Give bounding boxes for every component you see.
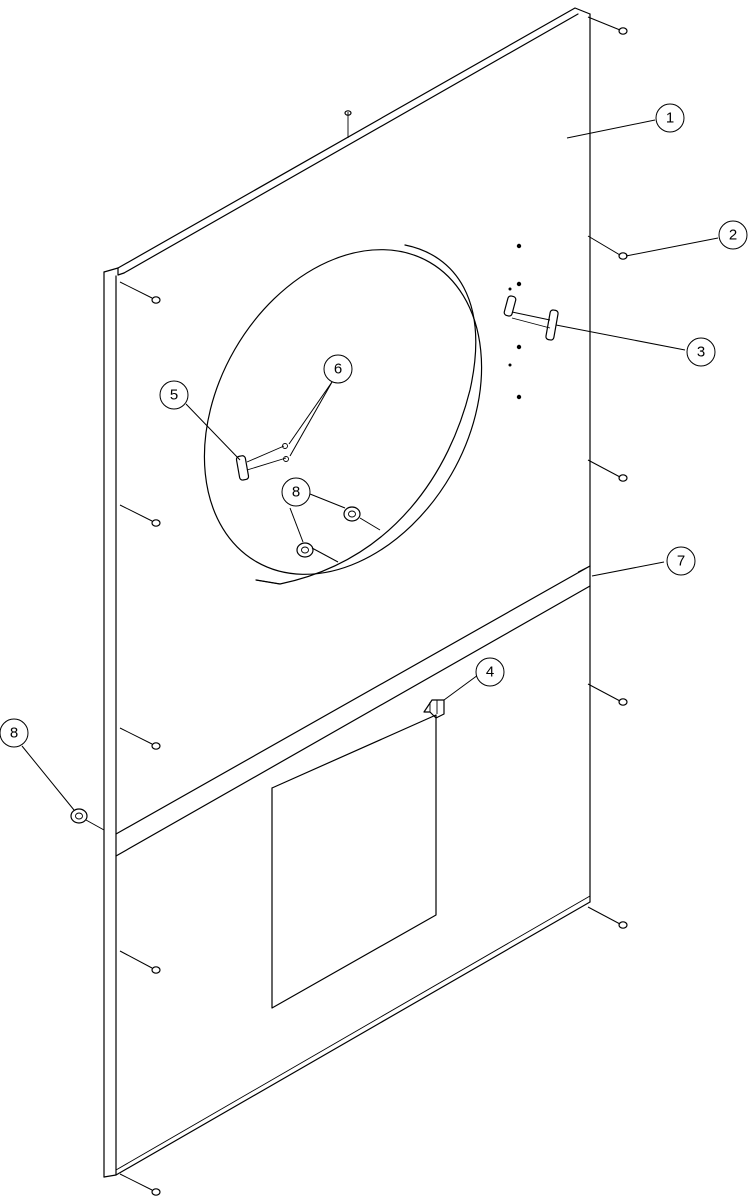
door-panel — [103, 7, 591, 1178]
pins-6 — [282, 443, 289, 462]
callout-3-label: 3 — [697, 344, 705, 361]
callout-8-center: 8 — [281, 477, 311, 507]
callout-2: 2 — [718, 220, 748, 250]
clip-5 — [235, 445, 287, 481]
callout-5: 5 — [159, 380, 189, 410]
callout-6-label: 6 — [334, 361, 342, 378]
callout-8-left: 8 — [0, 718, 29, 748]
callout-1: 1 — [655, 103, 685, 133]
bracket-4 — [423, 699, 445, 719]
divider-strip — [115, 565, 591, 857]
latch-3 — [503, 295, 559, 341]
callout-8-center-label: 8 — [292, 484, 300, 501]
callout-3: 3 — [686, 337, 716, 367]
callout-7-label: 7 — [677, 553, 685, 570]
screw-icon — [119, 16, 628, 1196]
callout-5-label: 5 — [170, 387, 178, 404]
callout-8-left-label: 8 — [10, 725, 18, 742]
callout-7: 7 — [666, 546, 696, 576]
circular-opening — [203, 244, 483, 585]
callout-4-label: 4 — [486, 664, 494, 681]
mounting-holes — [508, 243, 522, 400]
callout-1-label: 1 — [666, 110, 674, 127]
callout-4: 4 — [475, 657, 505, 687]
callout-2-label: 2 — [729, 227, 737, 244]
leader-lines — [21, 119, 719, 831]
window-opening — [271, 714, 437, 1009]
callout-6: 6 — [323, 354, 353, 384]
grommet-icon — [70, 506, 361, 824]
